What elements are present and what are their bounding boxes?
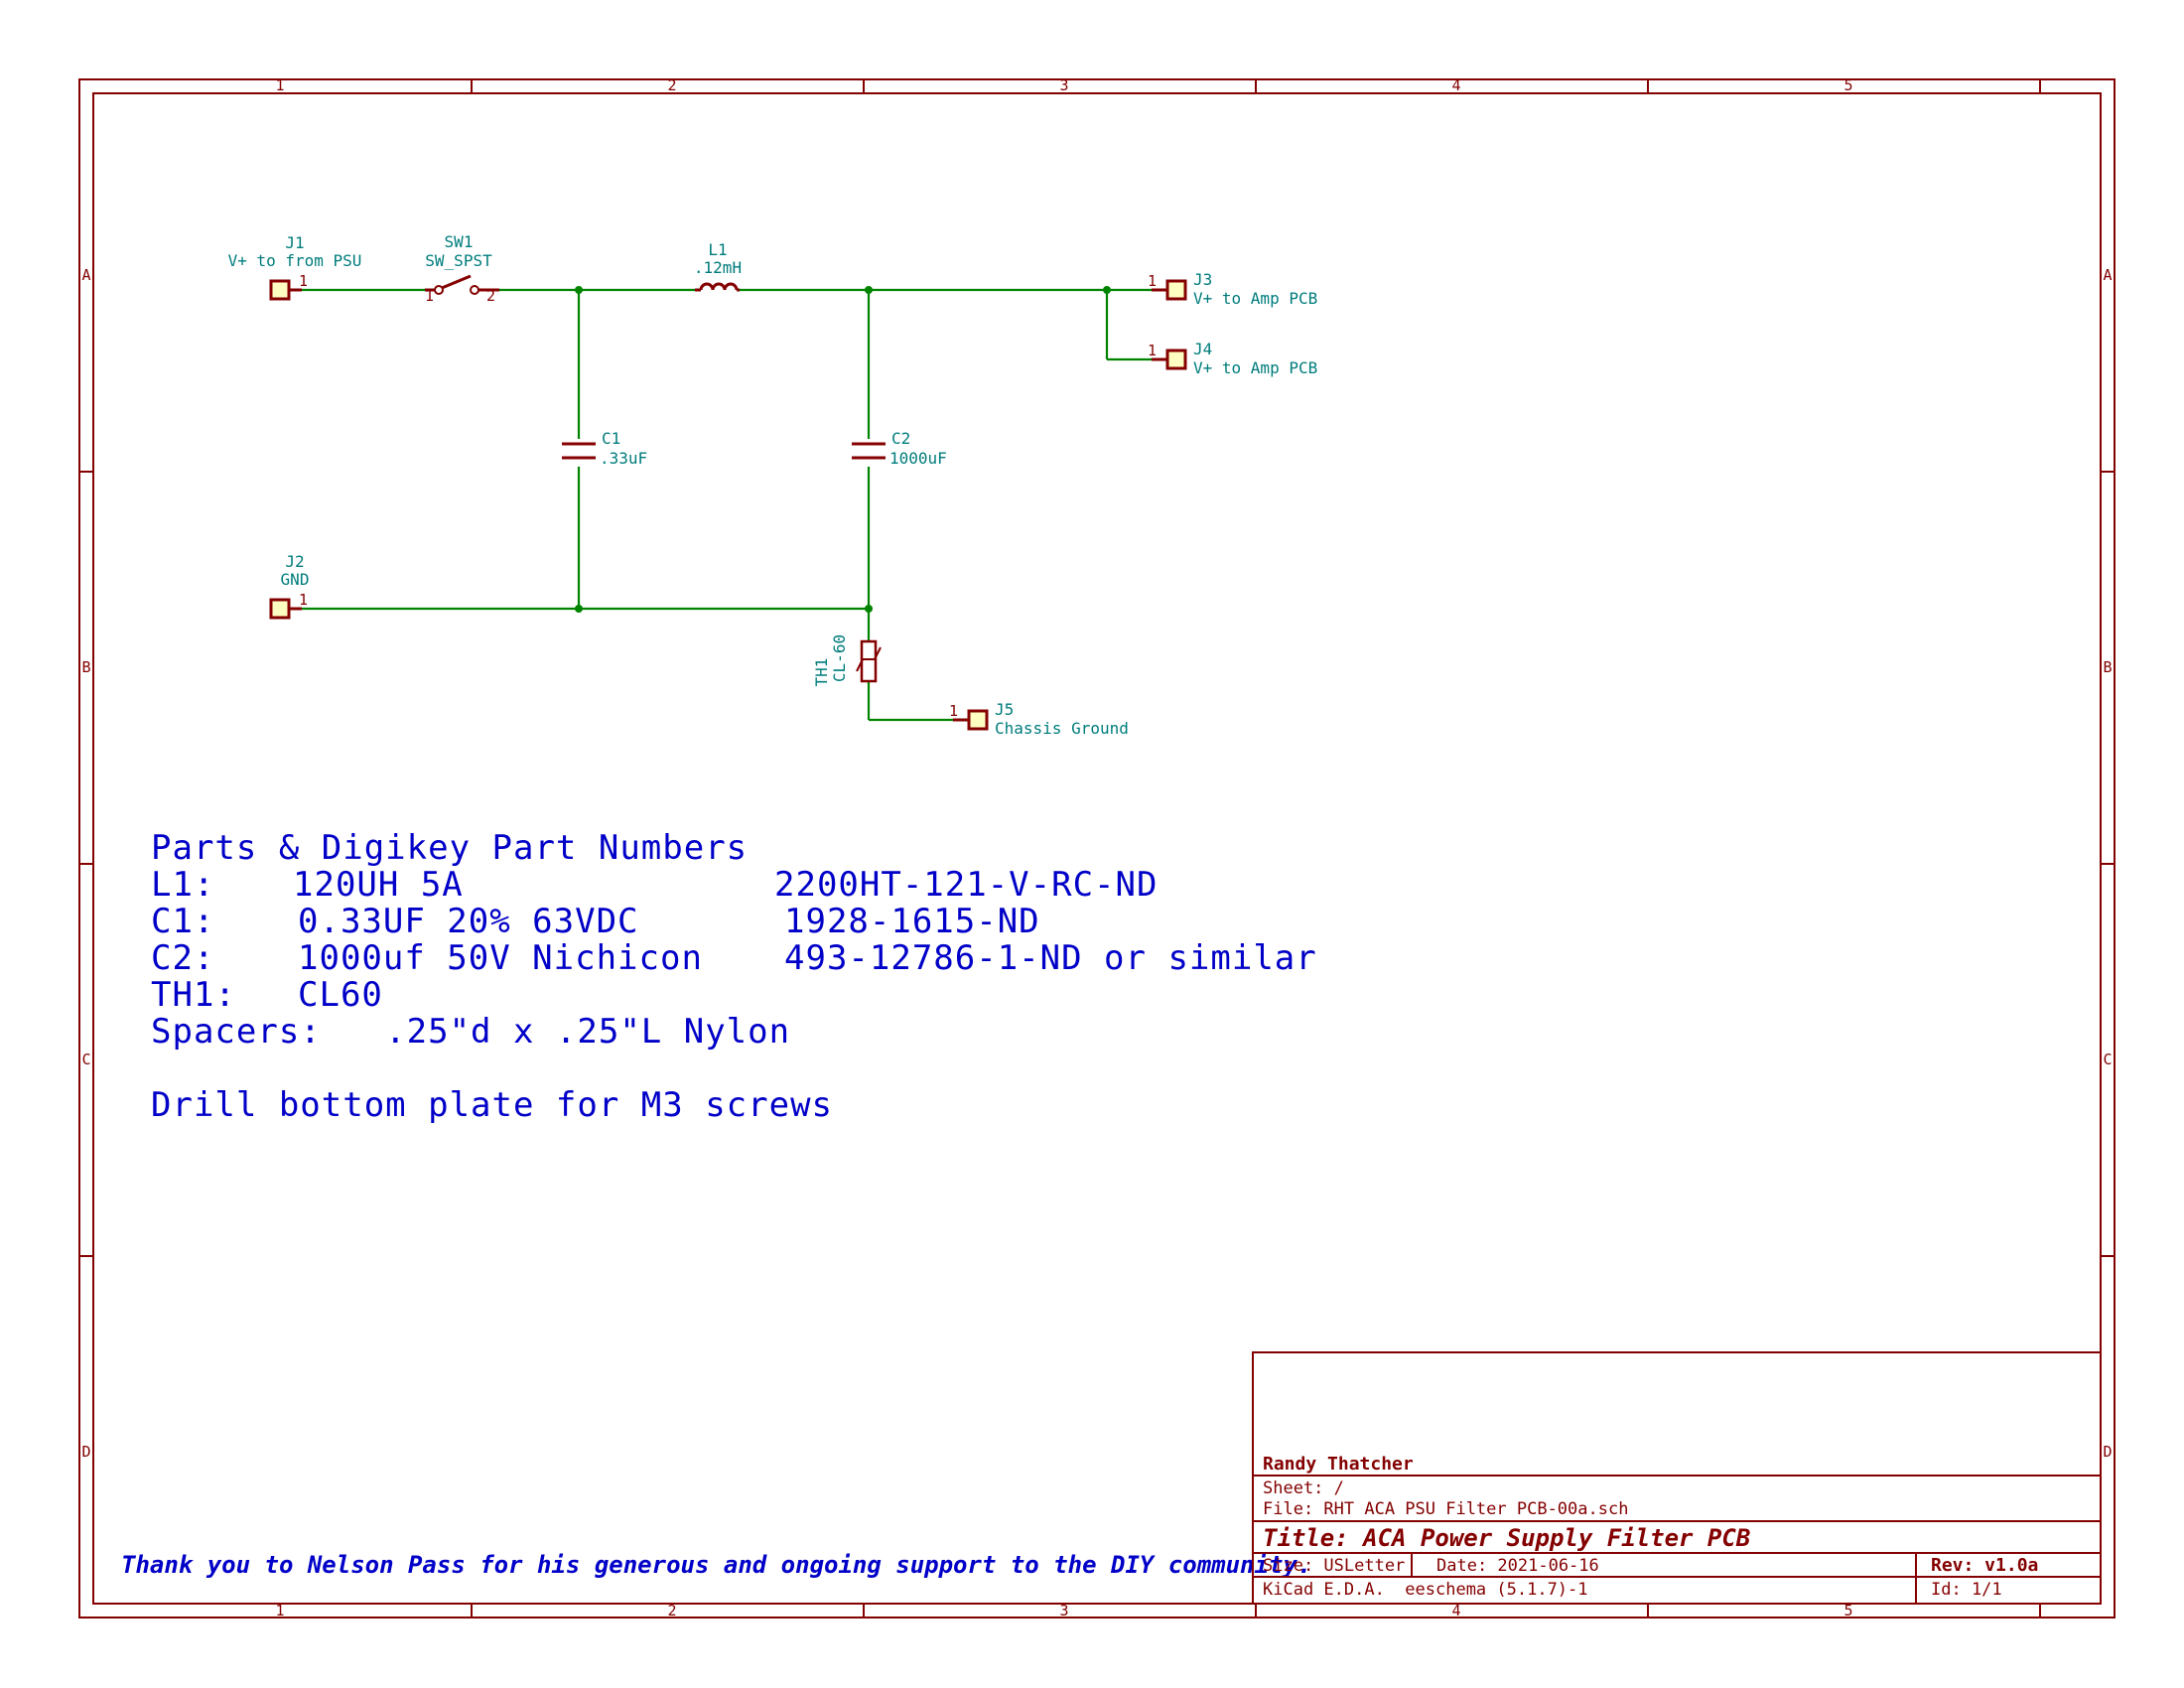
notes-pn: 1928-1615-ND	[784, 902, 1040, 941]
sheet-frame	[78, 78, 2116, 1618]
notes-heading: Parts & Digikey Part Numbers	[151, 828, 748, 868]
capacitor-c2[interactable]: C2 1000uF	[852, 429, 947, 468]
row-label-left: C	[81, 1051, 90, 1068]
row-label-left: A	[81, 266, 90, 284]
junction-dot	[575, 605, 583, 613]
sw1-value: SW_SPST	[425, 251, 492, 270]
c1-value: .33uF	[600, 449, 647, 468]
sw1-pin2: 2	[486, 287, 495, 305]
title-block-id: Id: 1/1	[1931, 1580, 2002, 1600]
row-label-right: A	[2103, 266, 2112, 284]
row-label-right: D	[2103, 1443, 2112, 1461]
parts-notes: Parts & Digikey Part Numbers L1: 120UH 5…	[151, 828, 1317, 1125]
title-block-size: Size: USLetter	[1263, 1556, 1405, 1576]
column-label-top: 2	[667, 76, 676, 94]
j1-pin-number: 1	[299, 272, 308, 290]
c2-value: 1000uF	[889, 449, 947, 468]
notes-part: L1:	[151, 865, 214, 905]
thanks-text: Thank you to Nelson Pass for his generou…	[121, 1551, 1311, 1579]
j3-pin-number: 1	[1148, 272, 1157, 290]
th1-ref: TH1	[812, 658, 831, 687]
j1-value: V+ to from PSU	[228, 251, 362, 270]
l1-ref: L1	[708, 240, 727, 259]
j2-value: GND	[281, 570, 310, 589]
j1-ref: J1	[285, 233, 304, 252]
column-label-top: 1	[275, 76, 284, 94]
title-block-company: Randy Thatcher	[1263, 1454, 1414, 1475]
j3-ref: J3	[1193, 270, 1212, 289]
title-block-title: Title: ACA Power Supply Filter PCB	[1263, 1524, 1750, 1552]
row-label-left: B	[81, 658, 90, 676]
wires	[302, 288, 1152, 722]
junction-dot	[865, 286, 873, 294]
j2-pin-number: 1	[299, 591, 308, 609]
notes-part: TH1:	[151, 975, 236, 1015]
title-block	[1252, 1351, 2102, 1605]
j3-value: V+ to Amp PCB	[1193, 289, 1317, 308]
connector-j3[interactable]: 1 J3 V+ to Amp PCB	[1148, 270, 1317, 308]
title-block-rev: Rev: v1.0a	[1931, 1555, 2038, 1576]
notes-desc: 0.33UF 20% 63VDC	[298, 902, 639, 941]
inductor-l1[interactable]: L1 .12mH	[694, 240, 742, 292]
connector-j4[interactable]: 1 J4 V+ to Amp PCB	[1148, 340, 1317, 377]
sw1-pin1: 1	[425, 287, 434, 305]
column-label-top: 4	[1451, 76, 1460, 94]
row-label-right: B	[2103, 658, 2112, 676]
column-label-top: 5	[1843, 76, 1852, 94]
title-block-sheet: Sheet: /	[1263, 1478, 1344, 1498]
connector-j5[interactable]: 1 J5 Chassis Ground	[949, 700, 1129, 738]
notes-part: C1:	[151, 902, 214, 941]
column-label-bottom: 2	[667, 1602, 676, 1619]
j5-value: Chassis Ground	[995, 719, 1129, 738]
notes-desc: 1000uf 50V Nichicon	[298, 938, 703, 978]
junction-dot	[1103, 286, 1111, 294]
sw1-ref: SW1	[445, 232, 474, 251]
title-block-tool: KiCad E.D.A. eeschema (5.1.7)-1	[1263, 1580, 1588, 1600]
notes-pn: 2200HT-121-V-RC-ND	[774, 865, 1158, 905]
column-label-bottom: 5	[1843, 1602, 1852, 1619]
l1-value: .12mH	[694, 258, 742, 277]
junction-dot	[865, 605, 873, 613]
j4-value: V+ to Amp PCB	[1193, 358, 1317, 377]
j5-ref: J5	[995, 700, 1014, 719]
title-block-file: File: RHT ACA PSU Filter PCB-00a.sch	[1263, 1499, 1628, 1519]
title-block-date: Date: 2021-06-16	[1436, 1556, 1599, 1576]
j4-ref: J4	[1193, 340, 1212, 358]
junction-dot	[575, 286, 583, 294]
connector-j1[interactable]: J1 V+ to from PSU 1	[228, 233, 362, 301]
row-label-left: D	[81, 1443, 90, 1461]
j5-pin-number: 1	[949, 702, 958, 720]
j2-ref: J2	[285, 552, 304, 571]
notes-spacers: Spacers: .25"d x .25"L Nylon	[151, 1012, 790, 1052]
row-label-right: C	[2103, 1051, 2112, 1068]
notes-part: C2:	[151, 938, 214, 978]
c2-ref: C2	[891, 429, 910, 448]
c1-ref: C1	[602, 429, 620, 448]
column-label-bottom: 4	[1451, 1602, 1460, 1619]
notes-pn: 493-12786-1-ND or similar	[784, 938, 1317, 978]
notes-desc: 120UH 5A	[293, 865, 464, 905]
switch-sw1[interactable]: SW1 SW_SPST 1 2	[425, 232, 499, 305]
capacitor-c1[interactable]: C1 .33uF	[562, 429, 647, 468]
thermistor-th1[interactable]: TH1 CL-60	[812, 634, 882, 687]
column-label-top: 3	[1059, 76, 1068, 94]
j4-pin-number: 1	[1148, 342, 1157, 359]
notes-desc: CL60	[298, 975, 383, 1015]
column-label-bottom: 1	[275, 1602, 284, 1619]
th1-value: CL-60	[830, 634, 849, 682]
column-label-bottom: 3	[1059, 1602, 1068, 1619]
connector-j2[interactable]: J2 GND 1	[269, 552, 310, 620]
notes-drill: Drill bottom plate for M3 screws	[151, 1085, 833, 1125]
